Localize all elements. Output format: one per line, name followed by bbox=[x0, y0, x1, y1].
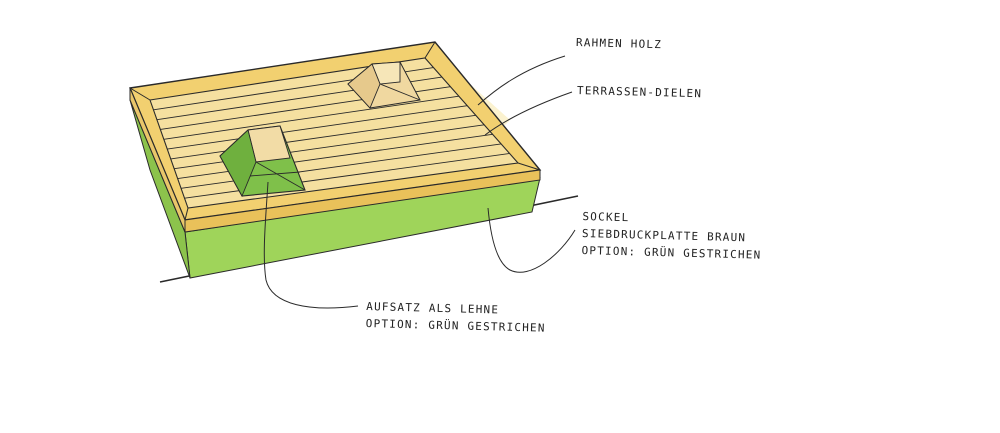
frame-left-edge bbox=[129, 87, 186, 233]
backrest-back bbox=[347, 61, 421, 109]
frame-miter-tl bbox=[129, 87, 151, 101]
label-boards: TERRASSEN-DIELEN bbox=[577, 82, 703, 102]
frame-miter-tr bbox=[424, 41, 436, 59]
backrest-front bbox=[219, 125, 306, 198]
label-boards-text: TERRASSEN-DIELEN bbox=[576, 84, 703, 101]
label-frame: RAHMEN HOLZ bbox=[576, 34, 662, 53]
label-plinth: SOCKEL SIEBDRUCKPLATTE BRAUN OPTION: GRÜ… bbox=[581, 208, 762, 264]
leader-backrest bbox=[263, 181, 359, 309]
leader-frame bbox=[477, 55, 566, 106]
deck-board-line bbox=[163, 95, 459, 140]
frame-miter-br bbox=[517, 162, 541, 171]
label-backrest: AUFSATZ ALS LEHNE OPTION: GRÜN GESTRICHE… bbox=[366, 298, 547, 337]
deck-board-line bbox=[170, 114, 476, 160]
frame-miter-bl bbox=[184, 207, 189, 221]
leader-plinth bbox=[487, 207, 576, 273]
label-frame-text: RAHMEN HOLZ bbox=[575, 36, 663, 52]
leader-boards bbox=[484, 91, 573, 136]
deck-board-line bbox=[167, 105, 468, 150]
